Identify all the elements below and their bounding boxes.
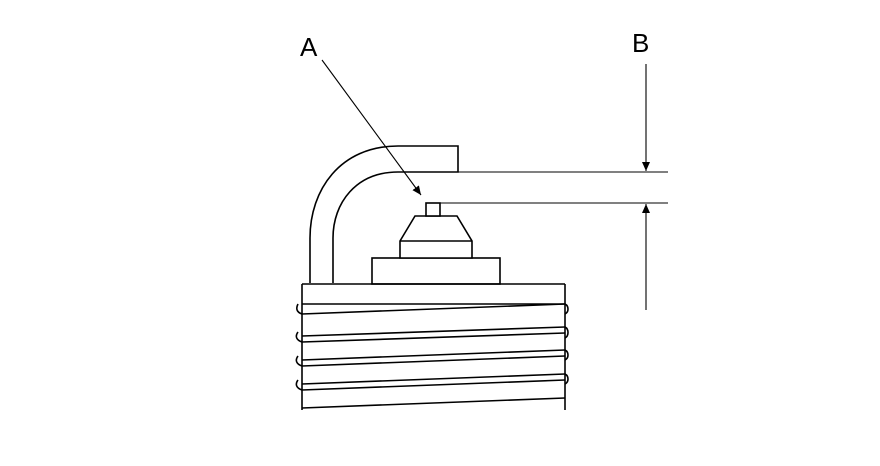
leader-a — [321, 59, 422, 196]
insulator-base — [371, 257, 501, 285]
label-a: A — [300, 32, 318, 62]
ground-electrode — [309, 145, 459, 283]
threaded-shell — [295, 283, 569, 410]
label-b: B — [632, 28, 649, 58]
insulator-tip — [399, 215, 473, 259]
center-electrode — [425, 202, 441, 217]
